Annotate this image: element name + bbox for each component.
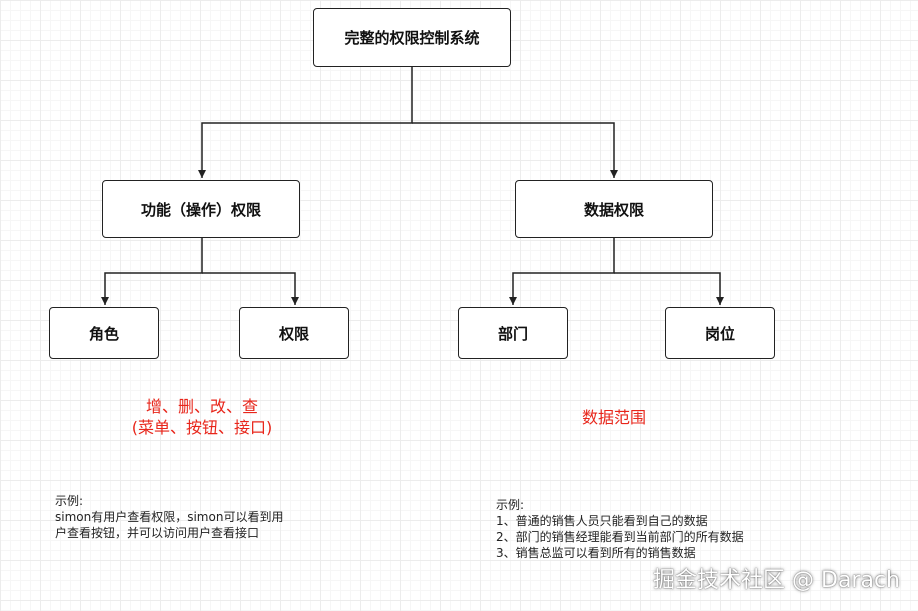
watermark: 掘金技术社区 @ Darach — [653, 568, 900, 593]
right-example-note: 示例: 1、普通的销售人员只能看到自己的数据 2、部门的销售经理能看到当前部门的… — [496, 497, 744, 561]
permission-node: 权限 — [239, 307, 349, 359]
role-node: 角色 — [49, 307, 159, 359]
connector-data-to-department — [509, 238, 615, 305]
right-example-line: 2、部门的销售经理能看到当前部门的所有数据 — [496, 530, 744, 544]
department-node: 部门 — [458, 307, 568, 359]
position-label: 岗位 — [704, 324, 735, 343]
root-node: 完整的权限控制系统 — [313, 8, 511, 67]
data-permission-label: 数据权限 — [583, 200, 644, 219]
connector-functional-to-permission — [202, 272, 299, 305]
position-node: 岗位 — [665, 307, 775, 359]
left-example-line: 户查看按钮，并可以访问用户查看接口 — [55, 526, 260, 540]
right-example-line: 3、销售总监可以看到所有的销售数据 — [496, 546, 696, 560]
connector-functional-to-role — [101, 238, 203, 305]
functional-annotation-line2: (菜单、按钮、接口) — [131, 418, 273, 437]
left-example-line: simon有用户查看权限，simon可以看到用 — [55, 510, 284, 524]
department-label: 部门 — [497, 324, 528, 343]
role-label: 角色 — [88, 324, 119, 343]
connector-data-to-position — [614, 272, 724, 305]
left-example-title: 示例: — [55, 494, 84, 508]
functional-permission-node: 功能（操作）权限 — [102, 180, 300, 238]
right-example-line: 1、普通的销售人员只能看到自己的数据 — [496, 514, 708, 528]
functional-annotation: 增、删、改、查 (菜单、按钮、接口) — [100, 396, 304, 438]
right-example-title: 示例: — [496, 498, 525, 512]
data-scope-annotation: 数据范围 — [581, 408, 646, 427]
functional-annotation-line1: 增、删、改、查 — [145, 397, 258, 416]
root-node-label: 完整的权限控制系统 — [344, 29, 480, 47]
data-permission-node: 数据权限 — [515, 180, 713, 238]
permission-label: 权限 — [278, 324, 309, 343]
left-example-note: 示例: simon有用户查看权限，simon可以看到用 户查看按钮，并可以访问用… — [55, 493, 283, 541]
connector-root-to-functional — [198, 67, 413, 178]
functional-permission-label: 功能（操作）权限 — [140, 200, 261, 219]
connector-root-to-data — [412, 122, 618, 178]
